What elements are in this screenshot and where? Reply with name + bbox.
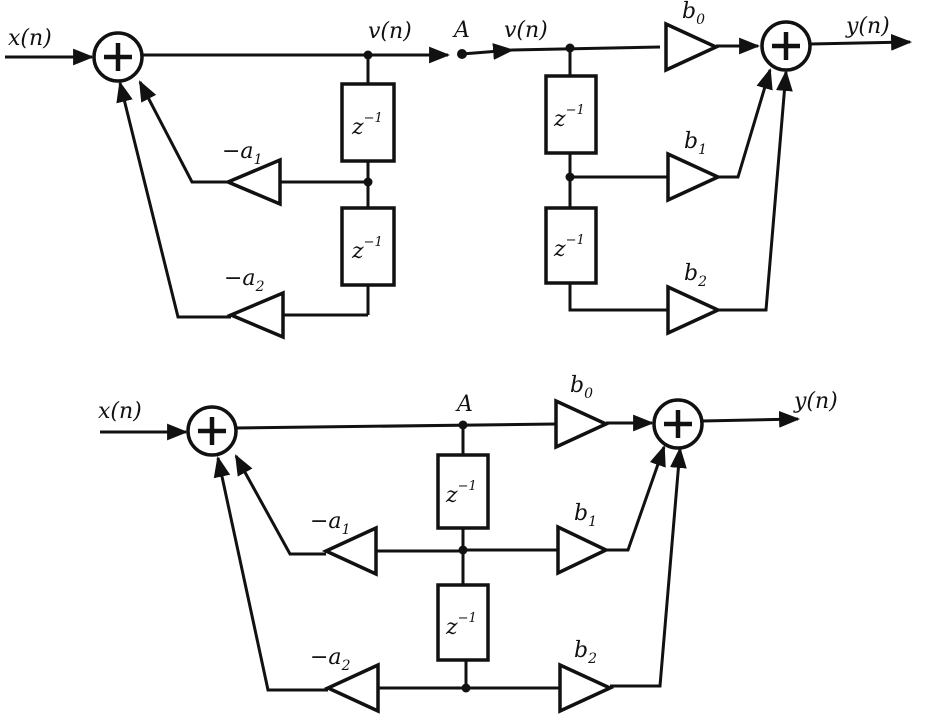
top-ff-b1-label: b1 (684, 129, 707, 158)
top-fb-a1-label: −a1 (222, 139, 262, 168)
bottom-fb-gain-a2 (323, 662, 380, 714)
bottom-ff-gain-b2 (558, 662, 615, 714)
top-ff-b0-label: b0 (682, 0, 705, 28)
bottom-delay-2 (436, 583, 490, 662)
bottom-ff-b0-label: b0 (570, 373, 593, 402)
top-right-delay-1 (544, 74, 598, 155)
bottom-fb-gain-a1 (321, 525, 378, 577)
top-left-delay-2 (340, 206, 396, 287)
bottom-main-line (235, 422, 557, 430)
bottom-diagram: x(n) y(n) A z−1 z−1 −a1 −a2 b0 b1 b2 (98, 373, 838, 714)
bottom-fb-a2-label: −a2 (310, 645, 351, 674)
top-fb-gain-a1 (223, 157, 282, 207)
bottom-delay-2-label: z−1 (445, 611, 477, 640)
top-fb-a2-label: −a2 (224, 266, 265, 295)
top-left-delay-1 (340, 82, 396, 163)
bottom-input-label: x(n) (98, 399, 142, 424)
top-ff-gain-b1 (666, 151, 723, 203)
bottom-fb-a1-label: −a1 (310, 509, 350, 538)
top-diagram: x(n) y(n) v(n) v(n) A z−1 z−1 z−1 z−1 −a… (5, 0, 913, 340)
top-output-line (809, 33, 913, 51)
bottom-node-a-label: A (455, 392, 473, 417)
top-right-delay-2-label: z−1 (553, 233, 585, 262)
bottom-output-adder (652, 398, 704, 450)
top-ff-gain-b0 (664, 21, 721, 73)
top-right-delay-2 (544, 206, 598, 285)
top-left-delay-2-label: z−1 (351, 235, 383, 264)
top-node-a-line (461, 43, 515, 60)
top-node-a-label: A (452, 18, 470, 43)
top-input-label: x(n) (8, 26, 52, 51)
top-v-left-label: v(n) (368, 19, 412, 44)
top-right-main-line (511, 45, 661, 52)
bottom-ff-b1-label: b1 (574, 501, 597, 530)
bottom-ff-gain-b1 (556, 524, 611, 576)
bottom-ff-b2-label: b2 (574, 638, 597, 667)
bottom-ff-gain-b0 (554, 398, 611, 450)
bottom-input-adder (186, 405, 238, 457)
top-fb-gain-a2 (226, 290, 285, 340)
top-left-delay-1-label: z−1 (351, 111, 383, 140)
bottom-output-line (701, 410, 801, 428)
top-output-adder (760, 20, 812, 72)
top-ff-gain-b2 (666, 284, 723, 336)
top-input-adder (92, 31, 144, 83)
top-output-label: y(n) (845, 14, 890, 39)
top-ff-b2-label: b2 (684, 261, 707, 290)
bottom-delay-1 (436, 453, 490, 530)
bottom-output-label: y(n) (793, 389, 838, 414)
top-right-delay-1-label: z−1 (553, 103, 585, 132)
bottom-delay-1-label: z−1 (445, 479, 477, 508)
top-v-right-label: v(n) (504, 18, 548, 43)
